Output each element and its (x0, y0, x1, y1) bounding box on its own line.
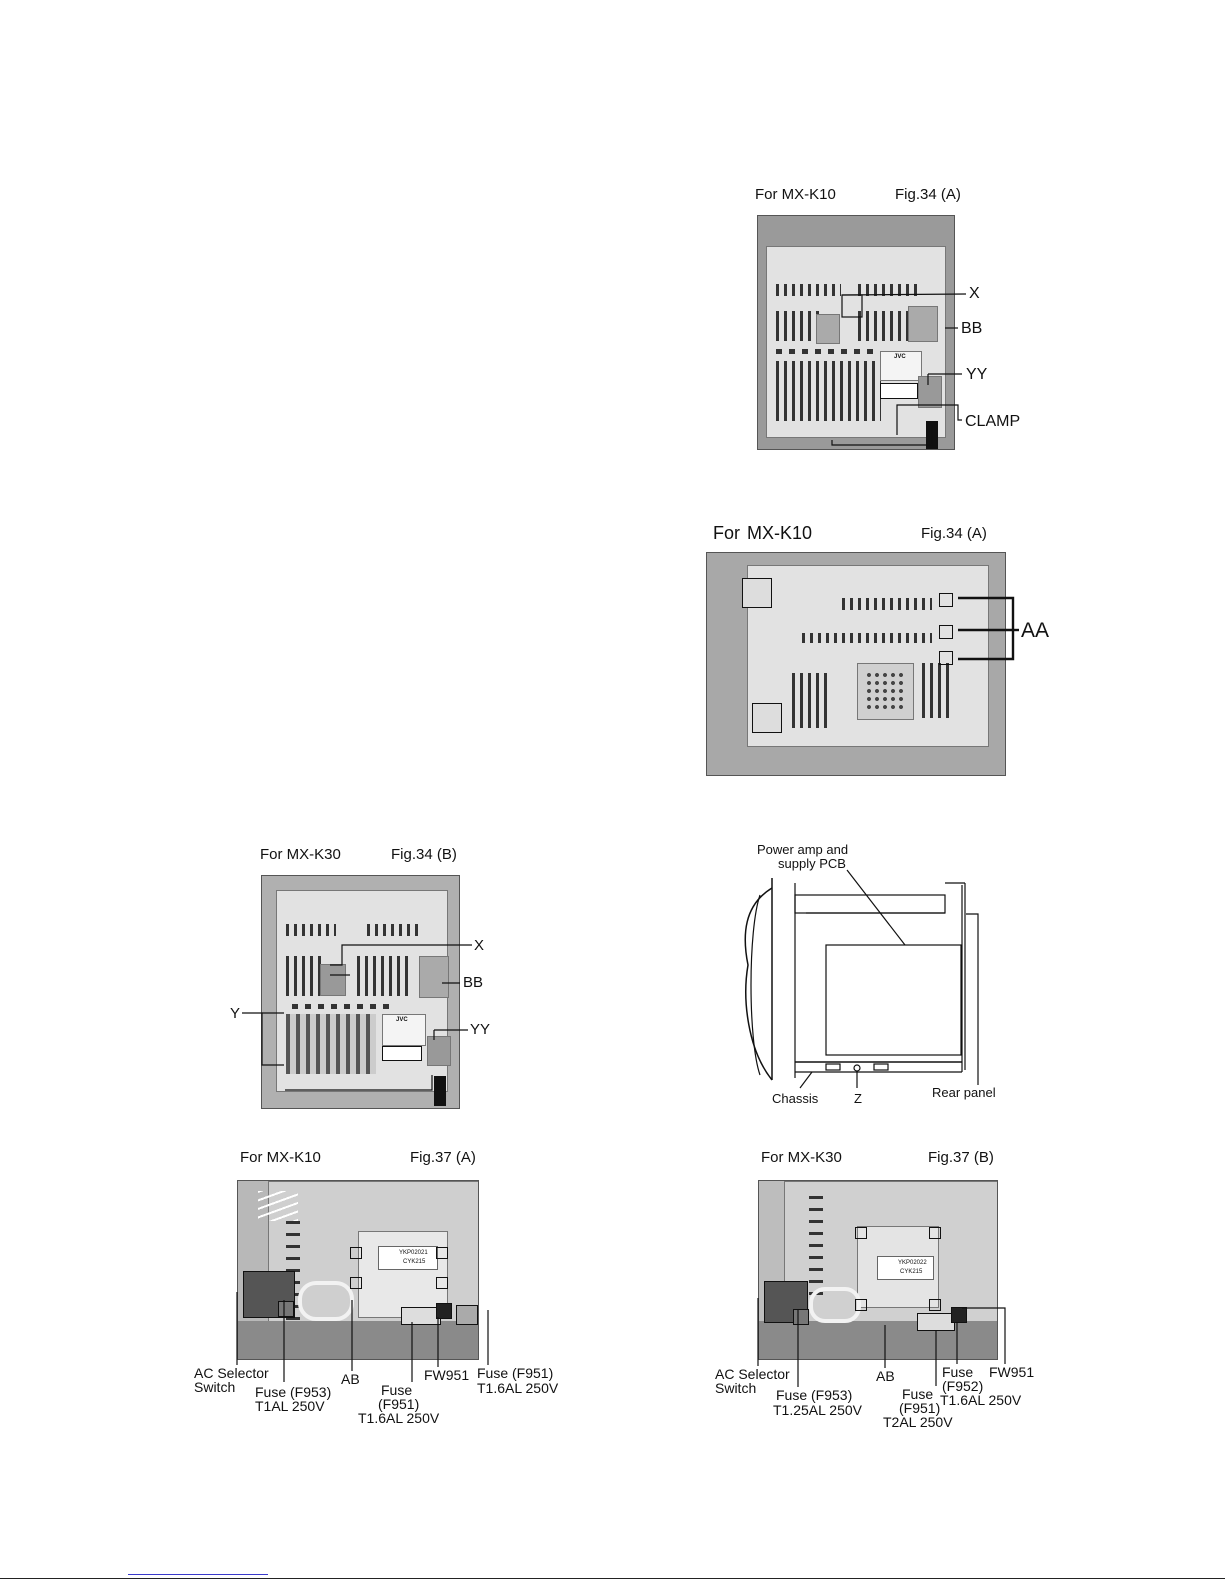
fig34a-top-model: For MX-K10 (755, 186, 836, 203)
label-rear-panel: Rear panel (932, 1085, 996, 1100)
ac-selector-a-2: Switch (194, 1379, 236, 1395)
label-x-b: X (474, 937, 485, 954)
fig37a-model: For MX-K10 (240, 1149, 321, 1166)
diagram-title-line2: supply PCB (778, 856, 846, 871)
jvc-logo-b: JVC (396, 1017, 408, 1023)
fuse-f951-b-1: Fuse (902, 1386, 934, 1402)
fuse-f952-b-3: T1.6AL 250V (940, 1392, 1022, 1408)
label-z: Z (854, 1091, 862, 1106)
label-fw951-b: FW951 (989, 1364, 1035, 1380)
label-clamp: CLAMP (965, 413, 1021, 430)
label-aa: AA (1021, 619, 1050, 642)
fig34b-number: Fig.34 (B) (391, 846, 457, 863)
label-yy-b: YY (470, 1021, 491, 1038)
ac-selector-b-2: Switch (715, 1380, 757, 1396)
label-yy: YY (966, 366, 988, 383)
mxk30-transformer-photo: YKP02022 CYK215 (758, 1180, 998, 1360)
ac-selector-a-1: AC Selector (194, 1365, 269, 1381)
footer-link-underline (128, 1574, 268, 1575)
label-x: X (969, 285, 980, 302)
fuse-f951-b-3: T2AL 250V (883, 1414, 953, 1430)
diagram-title-line1: Power amp and (757, 842, 849, 857)
tag-b1: YKP02022 (898, 1260, 927, 1266)
label-bb-b: BB (463, 974, 484, 991)
label-ab-a: AB (341, 1371, 360, 1387)
ac-selector-b-1: AC Selector (715, 1366, 790, 1382)
mxk10-bottom-photo (706, 552, 1006, 776)
tag-b2: CYK215 (900, 1269, 923, 1275)
fig34a-top-number: Fig.34 (A) (895, 186, 961, 203)
fuse-f952-b-2: (F952) (942, 1378, 984, 1394)
fuse-f951b-a-1: Fuse (F951) (477, 1365, 554, 1381)
jvc-logo: JVC (894, 354, 906, 360)
fuse-f953-b-2: T1.25AL 250V (773, 1402, 862, 1418)
fig34a-side-prefix: For (713, 523, 740, 543)
footer-rule (0, 1578, 1225, 1579)
label-fw951-a: FW951 (424, 1367, 470, 1383)
mxk30-rear-photo: JVC (261, 875, 460, 1109)
fuse-f953-a-1: Fuse (F953) (255, 1384, 332, 1400)
label-bb: BB (961, 320, 983, 337)
tag-a2: CYK215 (403, 1259, 426, 1265)
fig34a-side-number: Fig.34 (A) (921, 525, 987, 542)
fuse-f951-b-2: (F951) (899, 1400, 941, 1416)
mxk10-transformer-photo: YKP02021 CYK215 (237, 1180, 479, 1360)
fig34b-model: For MX-K30 (260, 846, 341, 863)
fuse-f951-a-1: Fuse (381, 1382, 413, 1398)
fuse-f951-a-2: (F951) (378, 1396, 420, 1412)
fig37b-model: For MX-K30 (761, 1149, 842, 1166)
fuse-f953-a-2: T1AL 250V (255, 1398, 325, 1414)
label-y-b: Y (230, 1005, 241, 1022)
fuse-f951b-a-2: T1.6AL 250V (477, 1380, 559, 1396)
fig34a-side-model: MX-K10 (747, 523, 813, 543)
fuse-f953-b-1: Fuse (F953) (776, 1387, 853, 1403)
fuse-f952-b-1: Fuse (942, 1364, 974, 1380)
label-ab-b: AB (876, 1368, 895, 1384)
mxk10-rear-photo: JVC (757, 215, 955, 450)
fig37a-number: Fig.37 (A) (410, 1149, 476, 1166)
fig37b-number: Fig.37 (B) (928, 1149, 994, 1166)
fuse-f951-a-3: T1.6AL 250V (358, 1410, 440, 1426)
label-chassis: Chassis (772, 1091, 819, 1106)
tag-a1: YKP02021 (399, 1250, 428, 1256)
